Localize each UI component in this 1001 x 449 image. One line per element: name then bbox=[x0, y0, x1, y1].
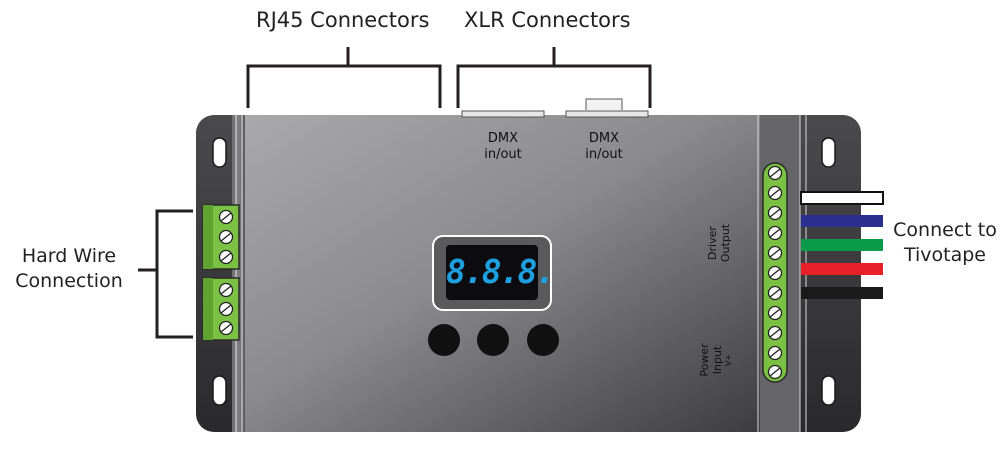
dmx1-line1: DMX bbox=[487, 131, 519, 146]
hard-wire-terminal-block-lower bbox=[202, 277, 240, 341]
driver-line2: Output bbox=[719, 223, 732, 263]
wire-4 bbox=[801, 263, 883, 275]
mounting-slots bbox=[212, 137, 836, 406]
dmx1-line2: in/out bbox=[484, 147, 522, 162]
tivotape-wires bbox=[800, 191, 884, 299]
button-right bbox=[527, 324, 559, 356]
power-line2: Input bbox=[711, 345, 724, 375]
xlr-port bbox=[565, 110, 649, 118]
driver-output-label: Driver Output bbox=[706, 213, 736, 273]
power-input-label: Power Input V+ bbox=[698, 330, 740, 390]
hard-wire-line1: Hard Wire bbox=[21, 245, 117, 267]
wire-3 bbox=[801, 239, 883, 251]
driver-line1: Driver bbox=[706, 226, 719, 260]
button-middle bbox=[477, 324, 509, 356]
left-rail bbox=[232, 115, 245, 432]
xlr-connectors-label: XLR Connectors bbox=[464, 8, 631, 32]
rj45-connectors-label: RJ45 Connectors bbox=[256, 8, 430, 32]
hard-wire-connection-label: Hard Wire Connection bbox=[5, 244, 133, 294]
rj45-port bbox=[461, 110, 545, 118]
power-line1: Power bbox=[698, 343, 711, 377]
dmx2-line2: in/out bbox=[585, 147, 623, 162]
wire-1 bbox=[800, 191, 884, 205]
output-terminal-strip bbox=[762, 162, 788, 383]
dmx-label-rj45: DMX in/out bbox=[458, 131, 548, 163]
hard-wire-terminal-block-upper bbox=[202, 204, 240, 270]
connect-line1: Connect to bbox=[893, 219, 997, 241]
rj45-bracket bbox=[246, 47, 442, 108]
xlr-latch bbox=[585, 98, 623, 110]
dmx-label-xlr: DMX in/out bbox=[559, 131, 649, 163]
wire-2 bbox=[801, 215, 883, 227]
display-screen bbox=[446, 245, 538, 300]
wire-5 bbox=[801, 287, 883, 299]
connect-line2: Tivotape bbox=[903, 244, 986, 266]
connect-to-tivotape-label: Connect to Tivotape bbox=[890, 218, 1000, 268]
hard-wire-line2: Connection bbox=[15, 270, 123, 292]
xlr-bracket bbox=[456, 47, 652, 108]
dmx2-line1: DMX bbox=[588, 131, 620, 146]
power-line3: V+ bbox=[724, 353, 733, 367]
button-left bbox=[428, 324, 460, 356]
hard-wire-bracket bbox=[138, 209, 193, 339]
display-digits: 8.8.8. bbox=[446, 252, 555, 291]
